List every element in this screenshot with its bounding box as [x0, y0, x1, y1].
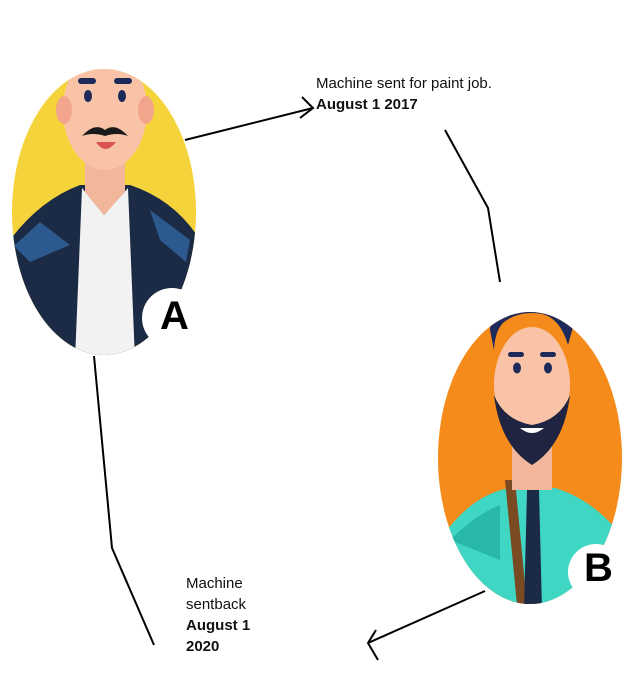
person-a-badge-circle [142, 288, 202, 348]
sent-back-note-date-line1: August 1 [186, 617, 251, 634]
sent-back-note: Machine sentback August 1 2020 [186, 573, 296, 657]
arrow-head-right-icon [299, 96, 315, 119]
arrow-head-left-icon [366, 629, 379, 661]
note-to-b-line [444, 129, 501, 283]
sent-back-note-line1: Machine [186, 575, 243, 592]
arrow-b-to-a [93, 355, 486, 661]
sent-back-note-date-line2: 2020 [186, 638, 220, 655]
person-a-label: A [160, 294, 189, 338]
person-b-label: B [584, 546, 613, 590]
arrow-a-to-b [184, 96, 501, 283]
person-a-avatar [12, 69, 202, 355]
person-b-badge-circle [568, 544, 623, 600]
arrow-a-to-note-line [184, 107, 314, 141]
person-b-avatar [438, 312, 623, 604]
arrow-b-to-note-line [367, 590, 486, 644]
paint-job-note-text: Machine sent for paint job. [316, 75, 492, 92]
note-to-a-line [93, 355, 155, 646]
sent-back-note-line2: sentback [186, 596, 247, 613]
paint-job-note-date: August 1 2017 [316, 96, 418, 113]
paint-job-note: Machine sent for paint job. August 1 201… [316, 73, 596, 115]
